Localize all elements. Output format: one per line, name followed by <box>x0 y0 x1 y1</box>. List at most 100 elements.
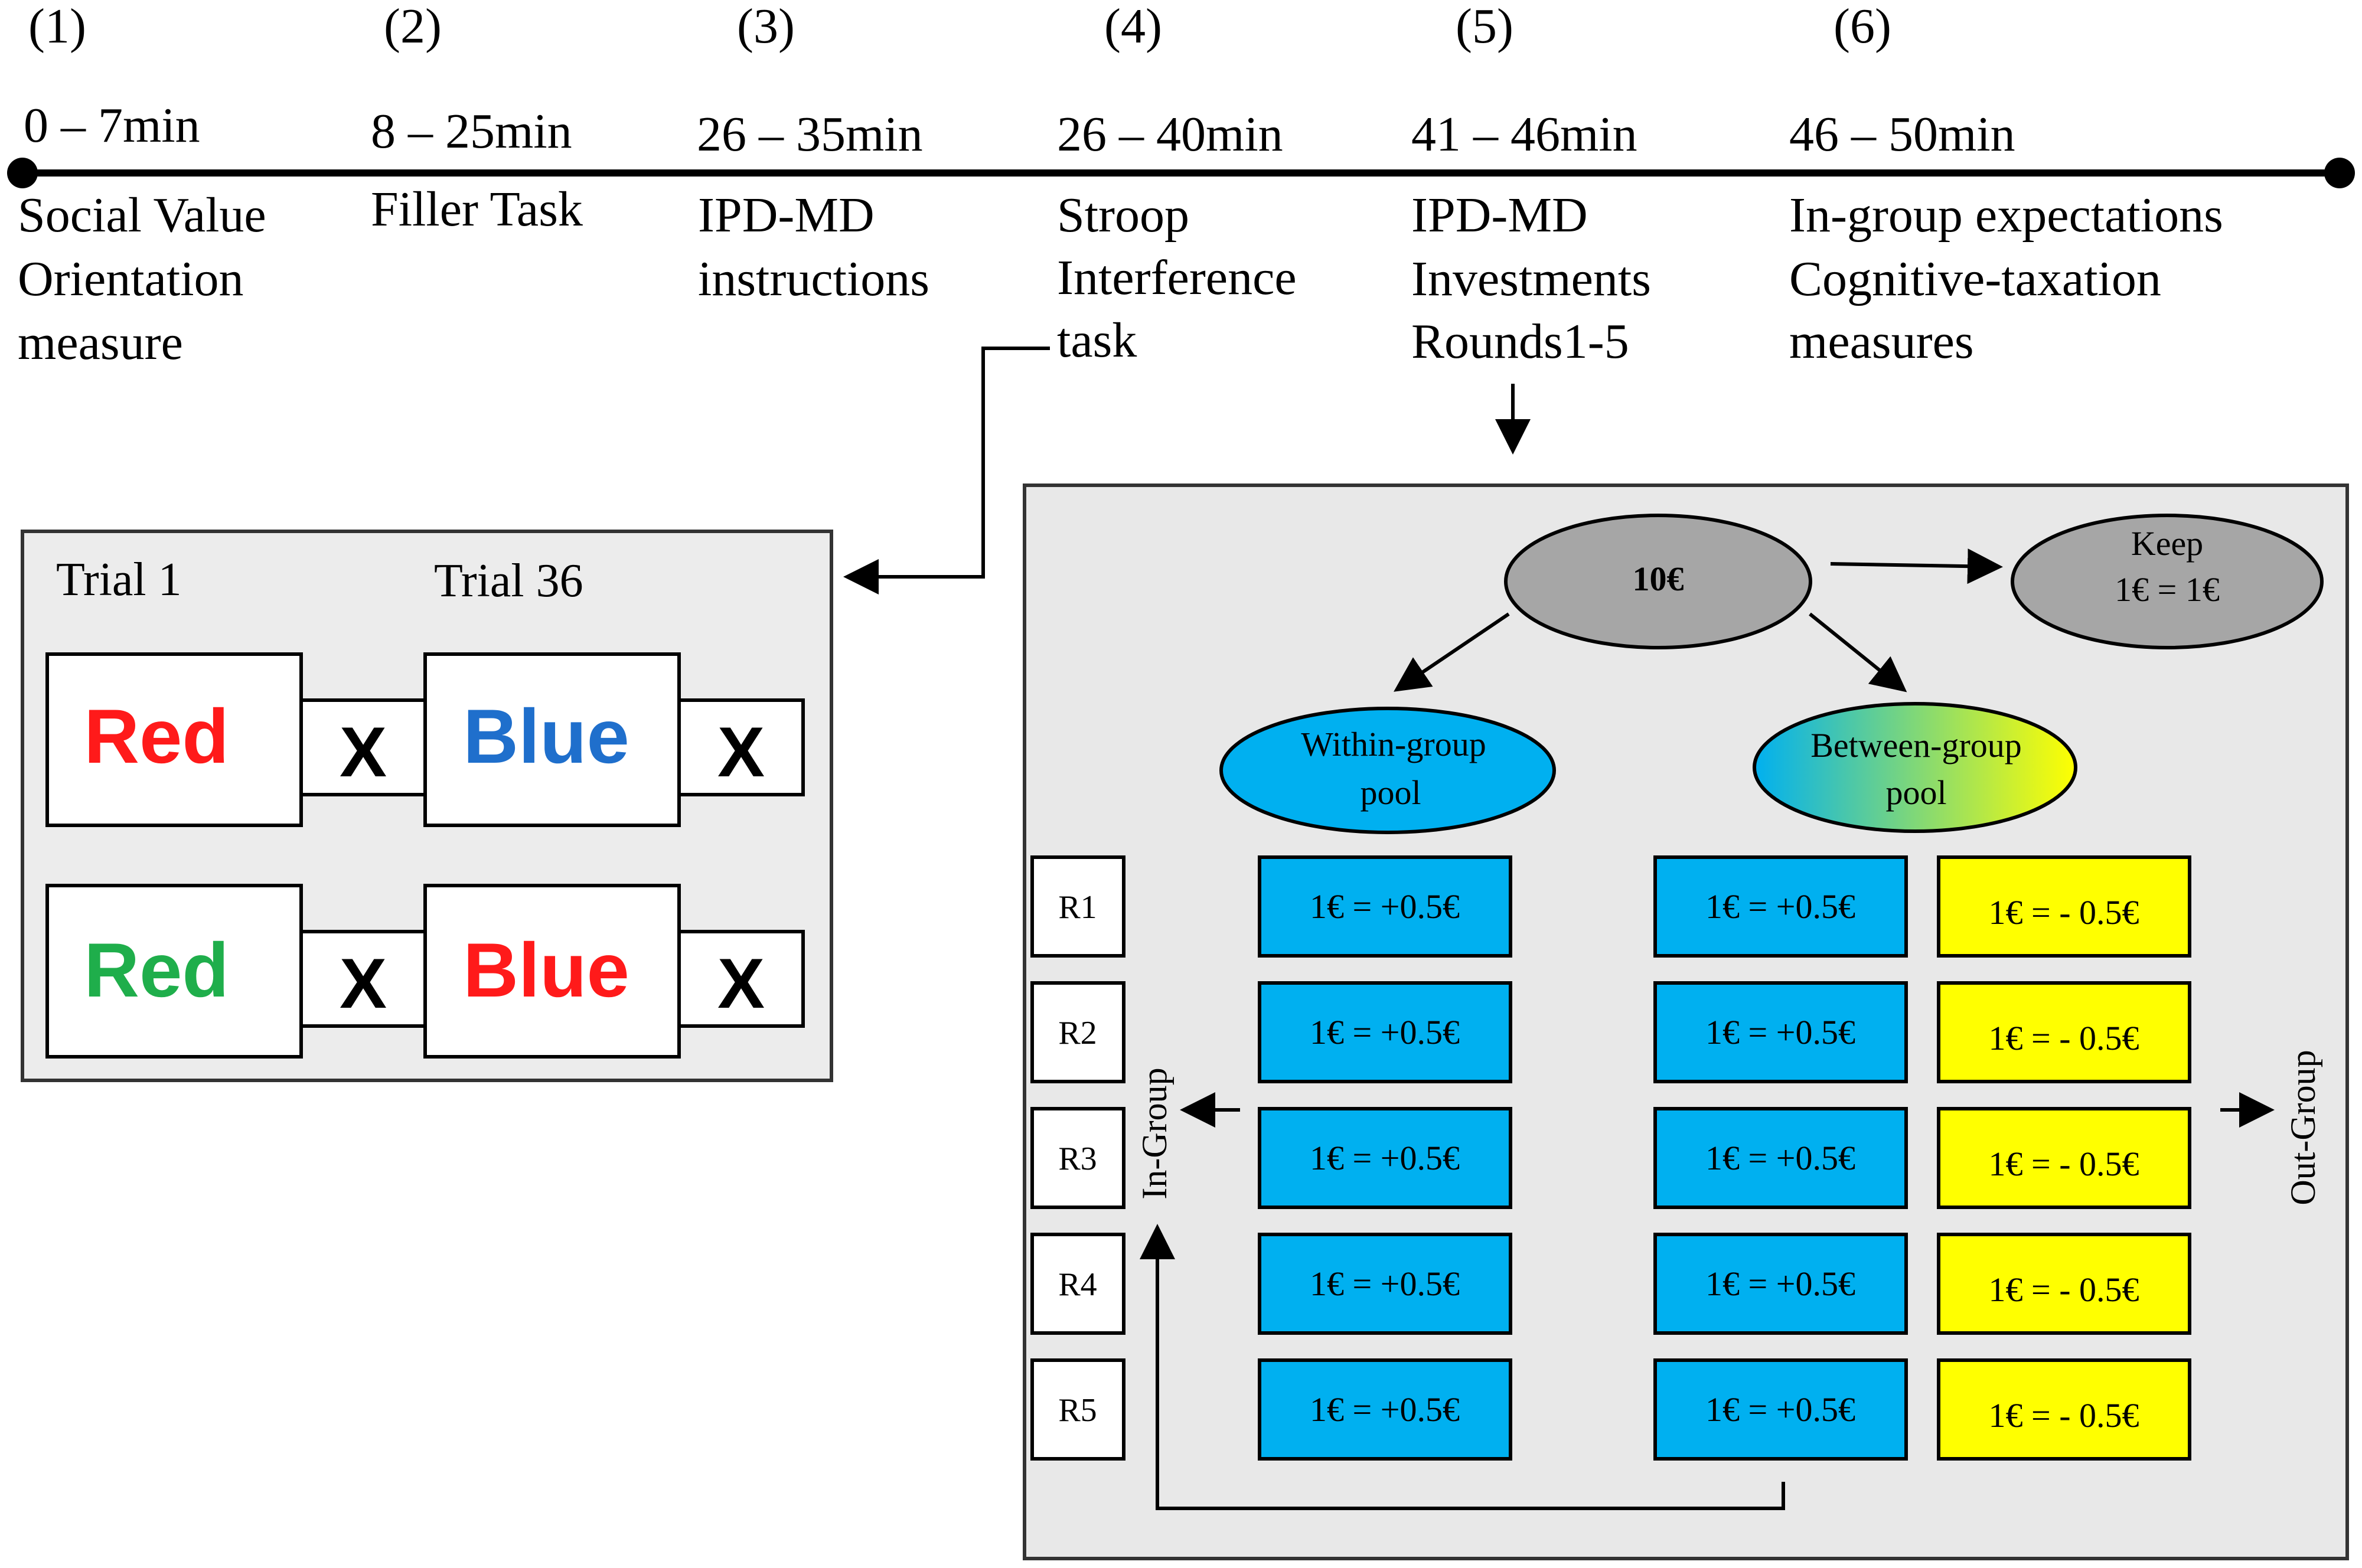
within-group-cell <box>1258 1107 1512 1209</box>
stroop-word-card <box>423 652 681 827</box>
stage-3-time: 26 – 35min <box>697 107 923 162</box>
keep-rate-label: 1€ = 1€ <box>2115 570 2220 609</box>
between-group-cell <box>1653 1358 1908 1461</box>
within-group-value: 1€ = +0.5€ <box>1310 1139 1460 1177</box>
out-group-value: 1€ = - 0.5€ <box>1988 1019 2139 1057</box>
stroop-response-box <box>677 698 805 796</box>
between-group-value: 1€ = +0.5€ <box>1705 1265 1855 1303</box>
within-group-cell <box>1258 1233 1512 1335</box>
round-label-box <box>1030 981 1125 1083</box>
round-label: R3 <box>1058 1141 1097 1177</box>
stage-6-label-line3: measures <box>1789 314 1974 369</box>
round-label: R5 <box>1058 1392 1097 1429</box>
out-group-cell <box>1937 981 2191 1083</box>
x-mark-icon: X <box>340 944 387 1023</box>
endowment-label: 10€ <box>1633 560 1684 598</box>
within-group-value: 1€ = +0.5€ <box>1310 1390 1460 1429</box>
ipd-md-panel: 10€ Keep 1€ = 1€ Within-group pool Betwe… <box>1023 484 2349 1560</box>
stage-3-label-line2: instructions <box>698 251 929 306</box>
endowment-node <box>1504 514 1812 649</box>
stage-2-label-line1: Filler Task <box>371 182 583 237</box>
round-label-box <box>1030 855 1125 958</box>
between-group-cell <box>1653 1233 1908 1335</box>
between-to-in-group-arrow <box>1140 1224 1785 1510</box>
stage-4-label-line1: Stroop <box>1057 188 1189 243</box>
between-group-cell <box>1653 1107 1908 1209</box>
stage-2-time: 8 – 25min <box>371 104 572 159</box>
between-group-value: 1€ = +0.5€ <box>1705 887 1855 926</box>
between-group-value: 1€ = +0.5€ <box>1705 1390 1855 1429</box>
between-group-cell <box>1653 855 1908 958</box>
out-group-value: 1€ = - 0.5€ <box>1988 1396 2139 1435</box>
out-group-value: 1€ = - 0.5€ <box>1988 893 2139 932</box>
stage-5-label-line3: Rounds1-5 <box>1411 314 1629 369</box>
stage-1-label-line3: measure <box>18 315 183 370</box>
between-group-pool-label: Between-group <box>1810 726 2022 765</box>
within-group-pool-label: Within-group <box>1301 725 1486 763</box>
stroop-word-card <box>45 884 303 1059</box>
stage-5-label-line2: Investments <box>1411 251 1651 306</box>
stroop-trial-last-label: Trial 36 <box>434 555 583 607</box>
stage-6-time: 46 – 50min <box>1789 107 2015 162</box>
stage-1-label-line1: Social Value <box>18 188 266 243</box>
stroop-response-box <box>677 930 805 1028</box>
stage-1-number: (1) <box>28 0 86 54</box>
in-group-label: In-Group <box>1135 1067 1174 1199</box>
stage-4-label-line2: Interference <box>1057 250 1297 305</box>
x-mark-icon: X <box>340 713 387 792</box>
round-label: R1 <box>1058 889 1097 926</box>
stage-4-number: (4) <box>1104 0 1162 54</box>
round-label-box <box>1030 1107 1125 1209</box>
keep-label: Keep <box>2131 524 2203 563</box>
within-group-value: 1€ = +0.5€ <box>1310 887 1460 926</box>
out-group-cell <box>1937 1233 2191 1335</box>
rounds-grid: R1 1€ = +0.5€ 1€ = +0.5€ 1€ = - 0.5€ R2 … <box>1030 855 2191 1461</box>
within-pool-arrow <box>1394 612 1510 692</box>
within-group-value: 1€ = +0.5€ <box>1310 1013 1460 1051</box>
keep-node <box>2011 514 2324 649</box>
stage-5-time: 41 – 46min <box>1411 107 1637 162</box>
out-group-value: 1€ = - 0.5€ <box>1988 1145 2139 1183</box>
within-group-cell <box>1258 981 1512 1083</box>
between-pool-arrow <box>1809 612 1907 692</box>
round-label-box <box>1030 1358 1125 1461</box>
stroop-word: Red <box>84 693 229 779</box>
between-group-value: 1€ = +0.5€ <box>1705 1013 1855 1051</box>
round-label-box <box>1030 1233 1125 1335</box>
stroop-response-box <box>299 698 427 796</box>
stage-3-label-line1: IPD-MD <box>698 188 875 243</box>
x-mark-icon: X <box>717 713 765 792</box>
stage-1-time: 0 – 7min <box>24 98 200 153</box>
out-group-cell <box>1937 1107 2191 1209</box>
keep-arrow <box>1830 548 2003 584</box>
out-group-label: Out-Group <box>2283 1050 2322 1205</box>
stroop-response-box <box>299 930 427 1028</box>
stage-4-label-line3: task <box>1057 313 1137 368</box>
x-mark-icon: X <box>717 944 765 1023</box>
between-group-value: 1€ = +0.5€ <box>1705 1139 1855 1177</box>
stage-5-label-line1: IPD-MD <box>1411 188 1588 243</box>
within-group-pool-node <box>1219 707 1556 834</box>
round-label: R2 <box>1058 1015 1097 1051</box>
stage-6-number: (6) <box>1834 0 1891 54</box>
stage-1-label-line2: Orientation <box>18 251 244 306</box>
stage-2-number: (2) <box>384 0 442 54</box>
stroop-word-card <box>45 652 303 827</box>
out-group-cell <box>1937 1358 2191 1461</box>
stroop-word-card <box>423 884 681 1059</box>
between-group-cell <box>1653 981 1908 1083</box>
stage-4-time: 26 – 40min <box>1057 107 1283 162</box>
stroop-word: Blue <box>463 927 629 1013</box>
out-group-value: 1€ = - 0.5€ <box>1988 1270 2139 1309</box>
out-group-cell <box>1937 855 2191 958</box>
within-group-cell <box>1258 855 1512 958</box>
stage-6-label-line2: Cognitive-taxation <box>1789 251 2161 306</box>
within-group-value: 1€ = +0.5€ <box>1310 1265 1460 1303</box>
within-group-cell <box>1258 1358 1512 1461</box>
stroop-word: Red <box>84 927 229 1013</box>
timeline-start-dot <box>7 158 38 188</box>
stage-6-label-line1: In-group expectations <box>1789 188 2223 243</box>
timeline-end-dot <box>2324 158 2355 188</box>
stage-3-number: (3) <box>737 0 795 54</box>
